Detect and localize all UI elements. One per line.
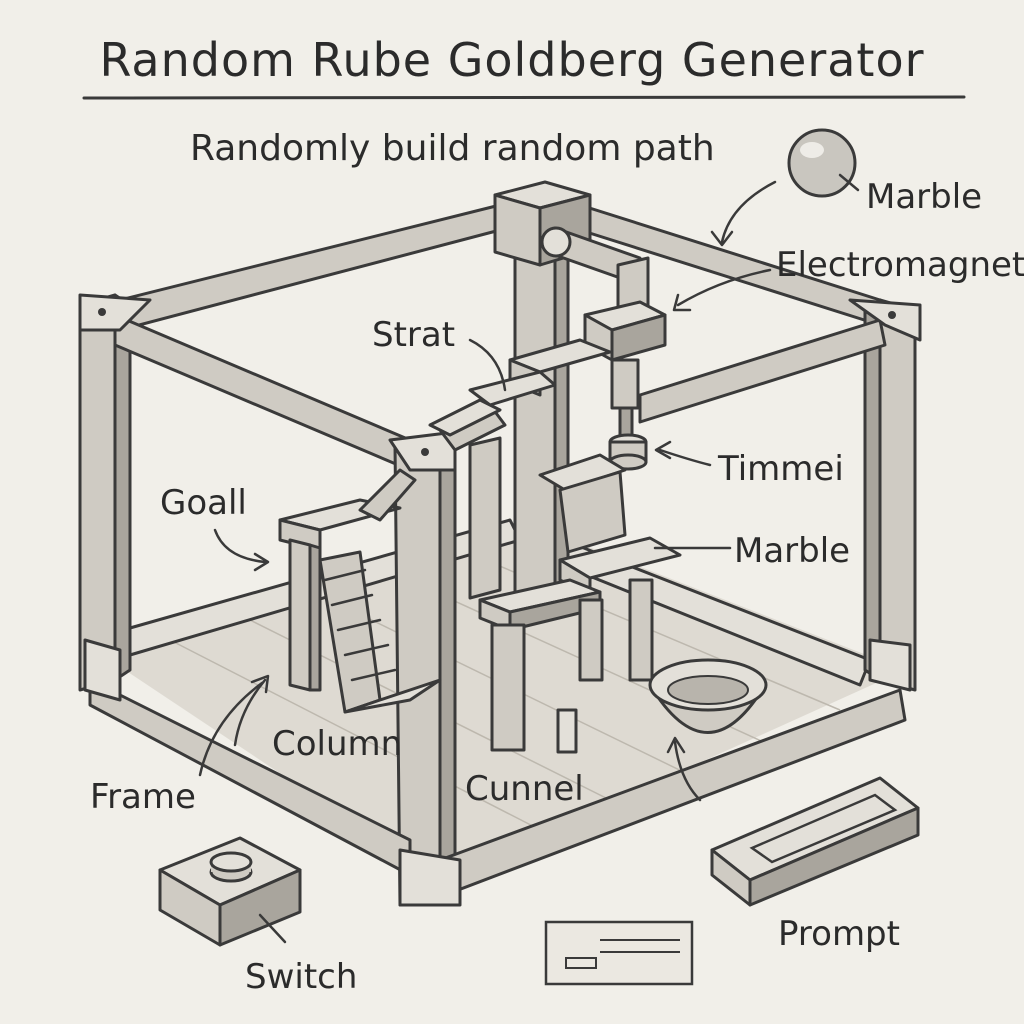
label-prompt: Prompt — [778, 914, 900, 954]
label-column: Column — [272, 724, 402, 764]
marble-chute-table — [468, 436, 682, 754]
electromagnet-assembly — [493, 180, 667, 610]
prompt-panel — [710, 776, 920, 907]
label-electromagnet: Electromagnet — [776, 245, 1024, 285]
title-underline — [82, 95, 966, 100]
label-cunnel: Cunnel — [465, 769, 584, 809]
small-card — [544, 920, 694, 986]
diagram-title: Random Rube Goldberg Generator — [99, 33, 924, 87]
label-timmei: Timmei — [717, 449, 844, 489]
strat-ramp — [428, 338, 612, 452]
diagram-subtitle: Randomly build random path — [190, 128, 715, 169]
label-marble-top: Marble — [866, 177, 982, 217]
bowl — [648, 658, 768, 734]
label-switch: Switch — [245, 957, 357, 997]
label-marble-mid: Marble — [734, 531, 850, 571]
leader-arrows — [198, 173, 860, 944]
goal-stairs — [278, 468, 442, 714]
label-goall: Goall — [160, 483, 247, 523]
switch-box — [158, 836, 302, 947]
label-strat: Strat — [372, 315, 455, 355]
label-frame: Frame — [90, 777, 196, 817]
marble-ball — [787, 128, 857, 198]
